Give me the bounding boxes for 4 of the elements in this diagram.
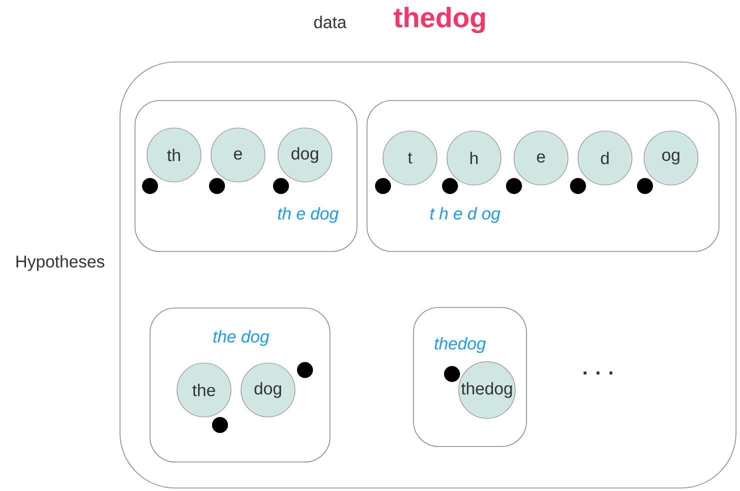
node-label: Hypotheses <box>16 255 104 271</box>
data-label: data <box>314 16 347 28</box>
data-word: thedog <box>394 6 485 34</box>
ellipsis: . . . <box>584 372 612 374</box>
